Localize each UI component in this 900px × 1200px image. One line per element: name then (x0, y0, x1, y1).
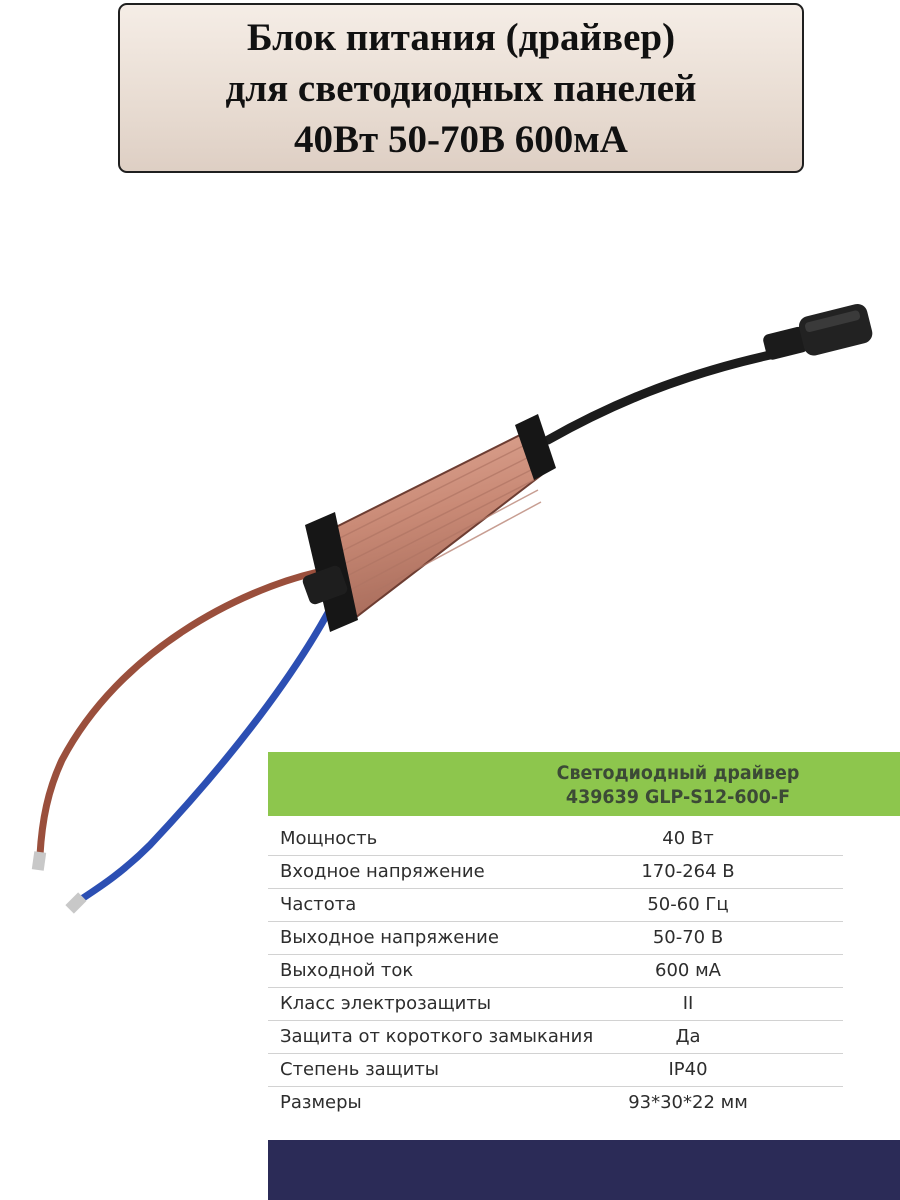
spec-value: IP40 (668, 1059, 708, 1080)
spec-value: 170-264 В (641, 861, 735, 882)
spec-row: Мощность 40 Вт (268, 822, 843, 856)
spec-value: 600 мА (655, 960, 721, 981)
blue-wire-tip (65, 892, 87, 914)
dc-connector-icon (763, 303, 873, 360)
spec-label: Выходной ток (280, 960, 414, 981)
spec-footer-bar (268, 1140, 900, 1200)
spec-header-title: Светодиодный драйвер (556, 762, 800, 784)
output-cable (543, 350, 775, 445)
spec-value: 40 Вт (662, 828, 714, 849)
spec-label: Частота (280, 894, 357, 915)
spec-label: Класс электрозащиты (280, 993, 492, 1014)
spec-label: Защита от короткого замыкания (280, 1026, 594, 1047)
spec-header: Светодиодный драйвер 439639 GLP-S12-600-… (268, 752, 900, 816)
spec-row: Выходное напряжение 50-70 В (268, 921, 843, 955)
title-line-1: Блок питания (драйвер) (246, 15, 676, 59)
spec-row: Класс электрозащиты II (268, 987, 843, 1021)
spec-label: Степень защиты (280, 1059, 440, 1080)
spec-row: Частота 50-60 Гц (268, 888, 843, 922)
spec-label: Мощность (280, 828, 378, 849)
spec-header-model: 439639 GLP-S12-600-F (565, 786, 791, 808)
spec-row: Защита от короткого замыкания Да (268, 1020, 843, 1054)
output-end-cap (515, 414, 556, 480)
title-banner: Блок питания (драйвер) для светодиодных … (118, 3, 804, 173)
spec-row: Входное напряжение 170-264 В (268, 855, 843, 889)
spec-value: Да (675, 1026, 701, 1047)
spec-table: Светодиодный драйвер 439639 GLP-S12-600-… (268, 752, 900, 1200)
blue-wire (76, 586, 344, 904)
spec-label: Выходное напряжение (280, 927, 499, 948)
spec-value: 93*30*22 мм (628, 1092, 748, 1113)
spec-label: Входное напряжение (280, 861, 485, 882)
spec-row: Размеры 93*30*22 мм (268, 1086, 843, 1119)
spec-value: II (682, 993, 694, 1014)
led-driver-image (31, 303, 873, 914)
brown-wire-tip (31, 851, 47, 871)
spec-label: Размеры (280, 1092, 362, 1113)
title-line-3: 40Вт 50-70В 600мА (294, 117, 628, 161)
title-line-2: для светодиодных панелей (225, 66, 697, 110)
brown-wire (36, 568, 322, 859)
spec-value: 50-60 Гц (647, 894, 729, 915)
spec-value: 50-70 В (652, 927, 724, 948)
spec-row: Степень защиты IP40 (268, 1053, 843, 1087)
spec-row: Выходной ток 600 мА (268, 954, 843, 988)
